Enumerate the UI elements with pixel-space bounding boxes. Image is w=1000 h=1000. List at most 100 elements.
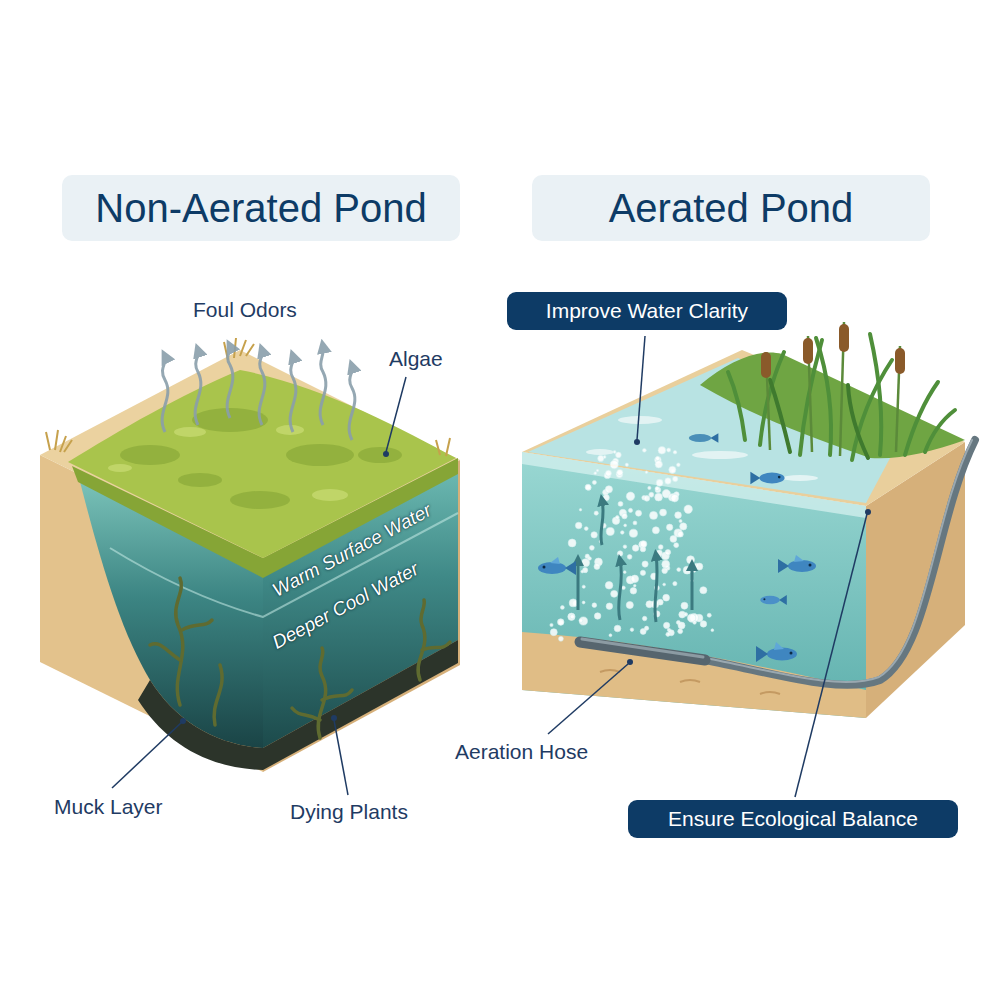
air-bubble — [605, 470, 611, 476]
rising-arrows — [578, 500, 692, 622]
air-bubble — [660, 509, 667, 516]
callout-label: Algae — [389, 347, 443, 371]
air-bubble — [605, 582, 613, 590]
odor-arrows — [162, 346, 355, 440]
air-bubble — [658, 446, 666, 454]
air-bubble — [667, 448, 671, 452]
air-bubble — [677, 463, 681, 467]
air-bubble — [666, 524, 672, 530]
air-bubble — [594, 472, 597, 475]
air-bubble — [663, 583, 666, 586]
air-bubble — [656, 479, 663, 486]
air-bubble — [594, 511, 598, 515]
air-bubble — [585, 484, 591, 490]
air-bubble — [670, 536, 677, 543]
air-bubble — [584, 527, 588, 531]
air-bubble — [570, 615, 574, 619]
air-bubble — [588, 557, 592, 561]
air-bubble — [598, 455, 604, 461]
air-bubble — [683, 566, 691, 574]
aeration-hose — [580, 440, 975, 685]
air-bubble — [623, 571, 626, 574]
air-bubble — [560, 606, 564, 610]
air-bubble — [665, 478, 671, 484]
callout-label: Foul Odors — [193, 298, 297, 322]
callout-label: Muck Layer — [54, 795, 163, 819]
water-edge — [522, 452, 866, 518]
air-bubble — [605, 486, 612, 493]
air-bubble — [650, 511, 658, 519]
dry-grass — [46, 338, 450, 456]
air-bubble — [592, 480, 596, 484]
air-bubble — [655, 493, 663, 501]
callout-label: Dying Plants — [290, 800, 408, 824]
air-bubble — [642, 616, 647, 621]
air-bubble — [586, 485, 591, 490]
air-bubble — [674, 543, 679, 548]
air-bubble — [672, 476, 677, 481]
node-text: Non-Aerated Pond — [95, 185, 426, 231]
air-bubble — [700, 621, 706, 627]
air-bubble — [658, 545, 663, 550]
air-bubble — [693, 621, 697, 625]
air-bubble — [680, 523, 687, 530]
fish — [538, 433, 816, 662]
air-bubble — [628, 508, 632, 512]
air-bubble — [629, 529, 637, 537]
air-bubble — [665, 550, 671, 556]
air-bubble — [616, 516, 620, 520]
air-bubble — [696, 563, 703, 570]
air-bubble — [589, 545, 594, 550]
air-bubble — [617, 551, 622, 556]
air-bubble — [582, 601, 585, 604]
dying-plants — [150, 578, 450, 738]
air-bubble — [621, 531, 625, 535]
air-bubble — [623, 545, 627, 549]
air-bubble — [579, 619, 583, 623]
cattails — [761, 322, 905, 456]
air-bubble — [558, 636, 563, 641]
air-bubble — [711, 629, 714, 632]
air-bubble — [630, 588, 637, 595]
callout-label: Aeration Hose — [455, 740, 588, 764]
air-bubble — [663, 622, 669, 628]
aerated-block — [522, 322, 975, 797]
air-bubble — [677, 568, 681, 572]
air-bubble — [568, 613, 575, 620]
air-bubble — [606, 603, 612, 609]
air-bubble — [611, 590, 618, 597]
air-bubble — [655, 461, 662, 468]
muck-layer — [263, 640, 458, 770]
air-bubble — [671, 494, 679, 502]
air-bubble — [663, 594, 670, 601]
muck-layer — [138, 680, 263, 770]
panel-heading: Aerated Pond — [532, 175, 930, 241]
air-bubble — [678, 622, 685, 629]
air-bubble — [610, 461, 618, 469]
node-text: Ensure Ecological Balance — [668, 807, 918, 831]
air-bubbles — [550, 446, 714, 641]
air-bubble — [592, 603, 597, 608]
air-bubble — [614, 625, 621, 632]
air-bubble — [649, 492, 654, 497]
air-bubble — [581, 570, 584, 573]
algae-highlights — [108, 425, 348, 501]
air-bubble — [633, 584, 636, 587]
air-bubble — [681, 602, 688, 609]
panel-heading: Non-Aerated Pond — [62, 175, 460, 241]
air-bubble — [617, 469, 623, 475]
air-bubble — [678, 531, 684, 537]
air-bubble — [550, 623, 553, 626]
air-bubble — [569, 599, 577, 607]
air-bubble — [624, 524, 627, 527]
air-bubble — [652, 527, 659, 534]
air-bubble — [673, 582, 677, 586]
air-bubble — [616, 452, 622, 458]
air-bubble — [596, 469, 598, 471]
air-bubble — [655, 487, 661, 493]
callout-pill: Improve Water Clarity — [507, 292, 787, 330]
air-bubble — [632, 545, 639, 552]
non-aerated-block — [40, 338, 460, 795]
